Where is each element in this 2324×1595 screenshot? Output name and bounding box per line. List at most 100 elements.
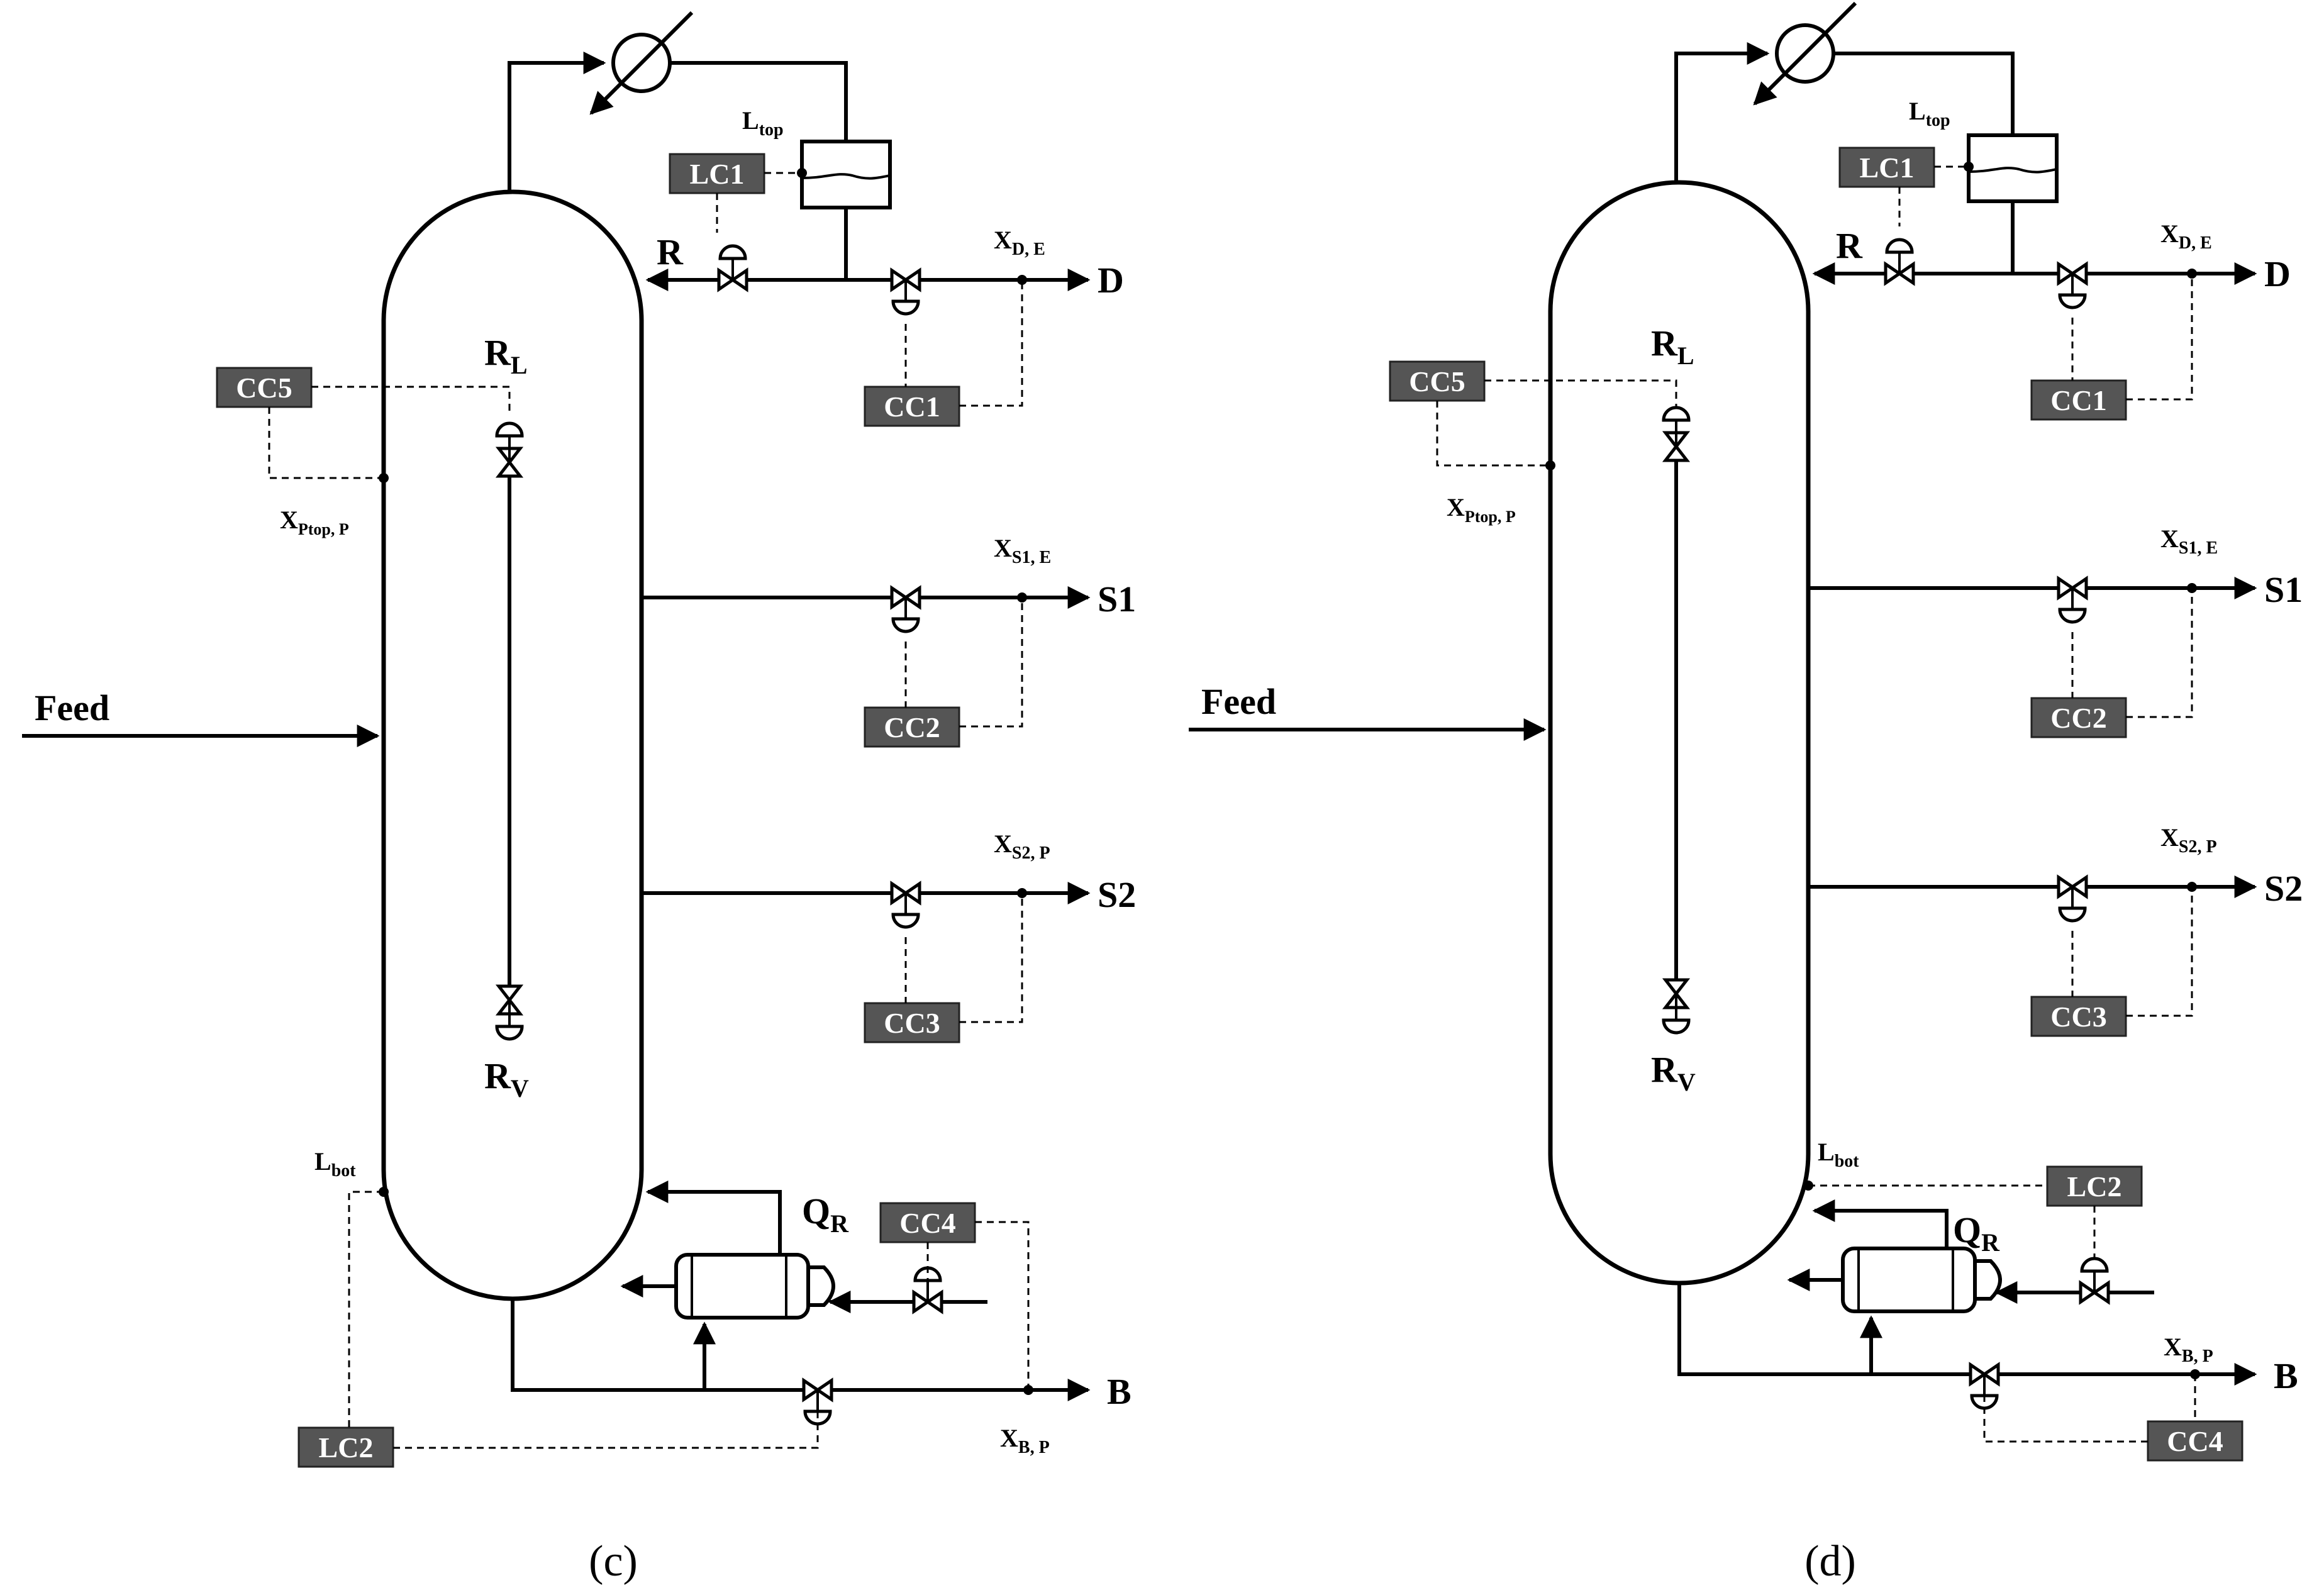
panel-d: LC1 Ltop R D XD, E CC1 CC5 XPtop, P RL R… <box>1189 3 2303 1586</box>
xptop-sensor-dot <box>379 473 389 483</box>
side1-label: S1 <box>1098 579 1136 620</box>
rv-label: RV <box>1651 1049 1696 1096</box>
xs1-label: XS1, E <box>994 534 1051 567</box>
cc3-sensor-signal <box>2126 887 2193 1017</box>
cc5-valve-signal <box>311 386 511 415</box>
xs1-label: XS1, E <box>2160 525 2218 558</box>
cc4-box <box>879 1202 976 1243</box>
side1-valve-icon <box>892 588 920 631</box>
distillate-label: D <box>2264 253 2291 294</box>
reflux-valve-icon <box>1886 240 1913 283</box>
reflux-valve-icon <box>719 246 747 289</box>
xb-label: XB, P <box>2164 1333 2213 1366</box>
ltop-label: Ltop <box>1909 97 1950 130</box>
steam-valve-icon <box>2081 1259 2108 1302</box>
reboiler-vapor-line <box>645 1181 782 1255</box>
xptop-label: XPtop, P <box>1447 493 1516 526</box>
cc3-label: CC3 <box>884 1007 940 1039</box>
bottoms-line <box>1677 1283 2257 1386</box>
ltop-label: Ltop <box>742 106 784 140</box>
xd-label: XD, E <box>994 226 1045 259</box>
bottoms-label: B <box>2274 1355 2298 1396</box>
bottoms-label: B <box>1107 1371 1131 1412</box>
cc1-label: CC1 <box>884 391 940 423</box>
cc5-valve-signal <box>1484 379 1677 409</box>
cc5-label: CC5 <box>236 372 292 404</box>
reflux-label: R <box>657 231 684 272</box>
reflux-drum-icon <box>1969 135 2057 201</box>
feed-label: Feed <box>1201 681 1276 722</box>
overhead-vapor-line <box>508 52 606 192</box>
lbot-label: Lbot <box>1818 1138 1859 1171</box>
cc5-label: CC5 <box>1409 365 1465 397</box>
cc2-sensor-signal <box>2126 588 2193 718</box>
qr-label: QR <box>1953 1209 2000 1257</box>
lc1-label: LC1 <box>690 158 745 190</box>
condenser-outlet-line <box>670 61 848 142</box>
side1-label: S1 <box>2264 569 2303 610</box>
ltop-sensor-dot <box>1964 162 1974 172</box>
cc1-sensor-signal <box>2126 274 2193 401</box>
distillate-valve-icon <box>892 270 920 314</box>
cc5-box <box>1389 360 1486 402</box>
reboiler-vapor-line <box>1812 1199 1949 1248</box>
lc2-label: LC2 <box>319 1431 374 1464</box>
rl-label: RL <box>1651 323 1694 370</box>
side2-label: S2 <box>1098 874 1136 915</box>
caption-c: (c) <box>589 1537 638 1586</box>
lc2-label: LC2 <box>2067 1170 2122 1203</box>
bottoms-line <box>511 1299 1091 1401</box>
side1-valve-icon <box>2059 579 2086 622</box>
lc1-box <box>1838 147 1935 188</box>
lbot-label: Lbot <box>314 1147 356 1181</box>
feed-label: Feed <box>35 687 109 728</box>
cc4-valve-signal <box>1983 1396 2148 1443</box>
distillate-valve-icon <box>2059 264 2086 308</box>
xd-sensor-dot <box>1017 275 1027 285</box>
steam-valve-icon <box>914 1268 942 1311</box>
cc1-sensor-signal <box>959 280 1023 407</box>
cc1-box <box>864 386 960 427</box>
cc5-box <box>216 367 313 408</box>
condenser-outlet-line <box>1833 52 2015 135</box>
cc3-box <box>864 1002 960 1043</box>
lc1-label: LC1 <box>1860 152 1915 184</box>
panel-c: LC1 Ltop R D XD, E CC1 CC5 XPtop, P RL R… <box>22 13 1136 1586</box>
cc2-sensor-signal <box>959 597 1023 728</box>
cc3-sensor-signal <box>959 893 1023 1023</box>
xptop-label: XPtop, P <box>280 506 349 538</box>
lc2-valve-signal <box>393 1411 819 1449</box>
qr-label: QR <box>802 1191 849 1238</box>
lc2-sensor-signal <box>348 1191 384 1428</box>
cc3-label: CC3 <box>2050 1001 2106 1033</box>
cc4-sensor-signal <box>975 1221 1030 1390</box>
reboiler-icon <box>1843 1248 2000 1311</box>
reflux-label: R <box>1836 225 1863 266</box>
xb-label: XB, P <box>1000 1424 1050 1457</box>
side2-valve-icon <box>2059 877 2086 921</box>
cc4-label: CC4 <box>2167 1425 2223 1457</box>
xptop-sensor-dot <box>1545 460 1555 470</box>
cc1-box <box>2030 379 2127 421</box>
lc2-box <box>297 1426 394 1468</box>
rv-label: RV <box>484 1055 529 1103</box>
rl-label: RL <box>484 332 528 379</box>
reboiler-icon <box>676 1255 833 1318</box>
xs2-label: XS2, P <box>2160 823 2217 857</box>
cc2-box <box>2030 697 2127 738</box>
lc2-box <box>2046 1165 2143 1207</box>
cc1-label: CC1 <box>2050 384 2106 416</box>
cc5-sensor-signal <box>268 407 384 479</box>
caption-d: (d) <box>1804 1537 1856 1586</box>
cc5-sensor-signal <box>1436 401 1550 467</box>
cc2-label: CC2 <box>884 711 940 743</box>
overhead-vapor-line <box>1674 42 1770 182</box>
cc2-label: CC2 <box>2050 702 2106 734</box>
cc4-label: CC4 <box>899 1207 955 1239</box>
reflux-drum-icon <box>802 142 890 208</box>
xd-label: XD, E <box>2160 220 2212 253</box>
xs2-label: XS2, P <box>994 830 1050 863</box>
distillate-label: D <box>1098 260 1124 301</box>
